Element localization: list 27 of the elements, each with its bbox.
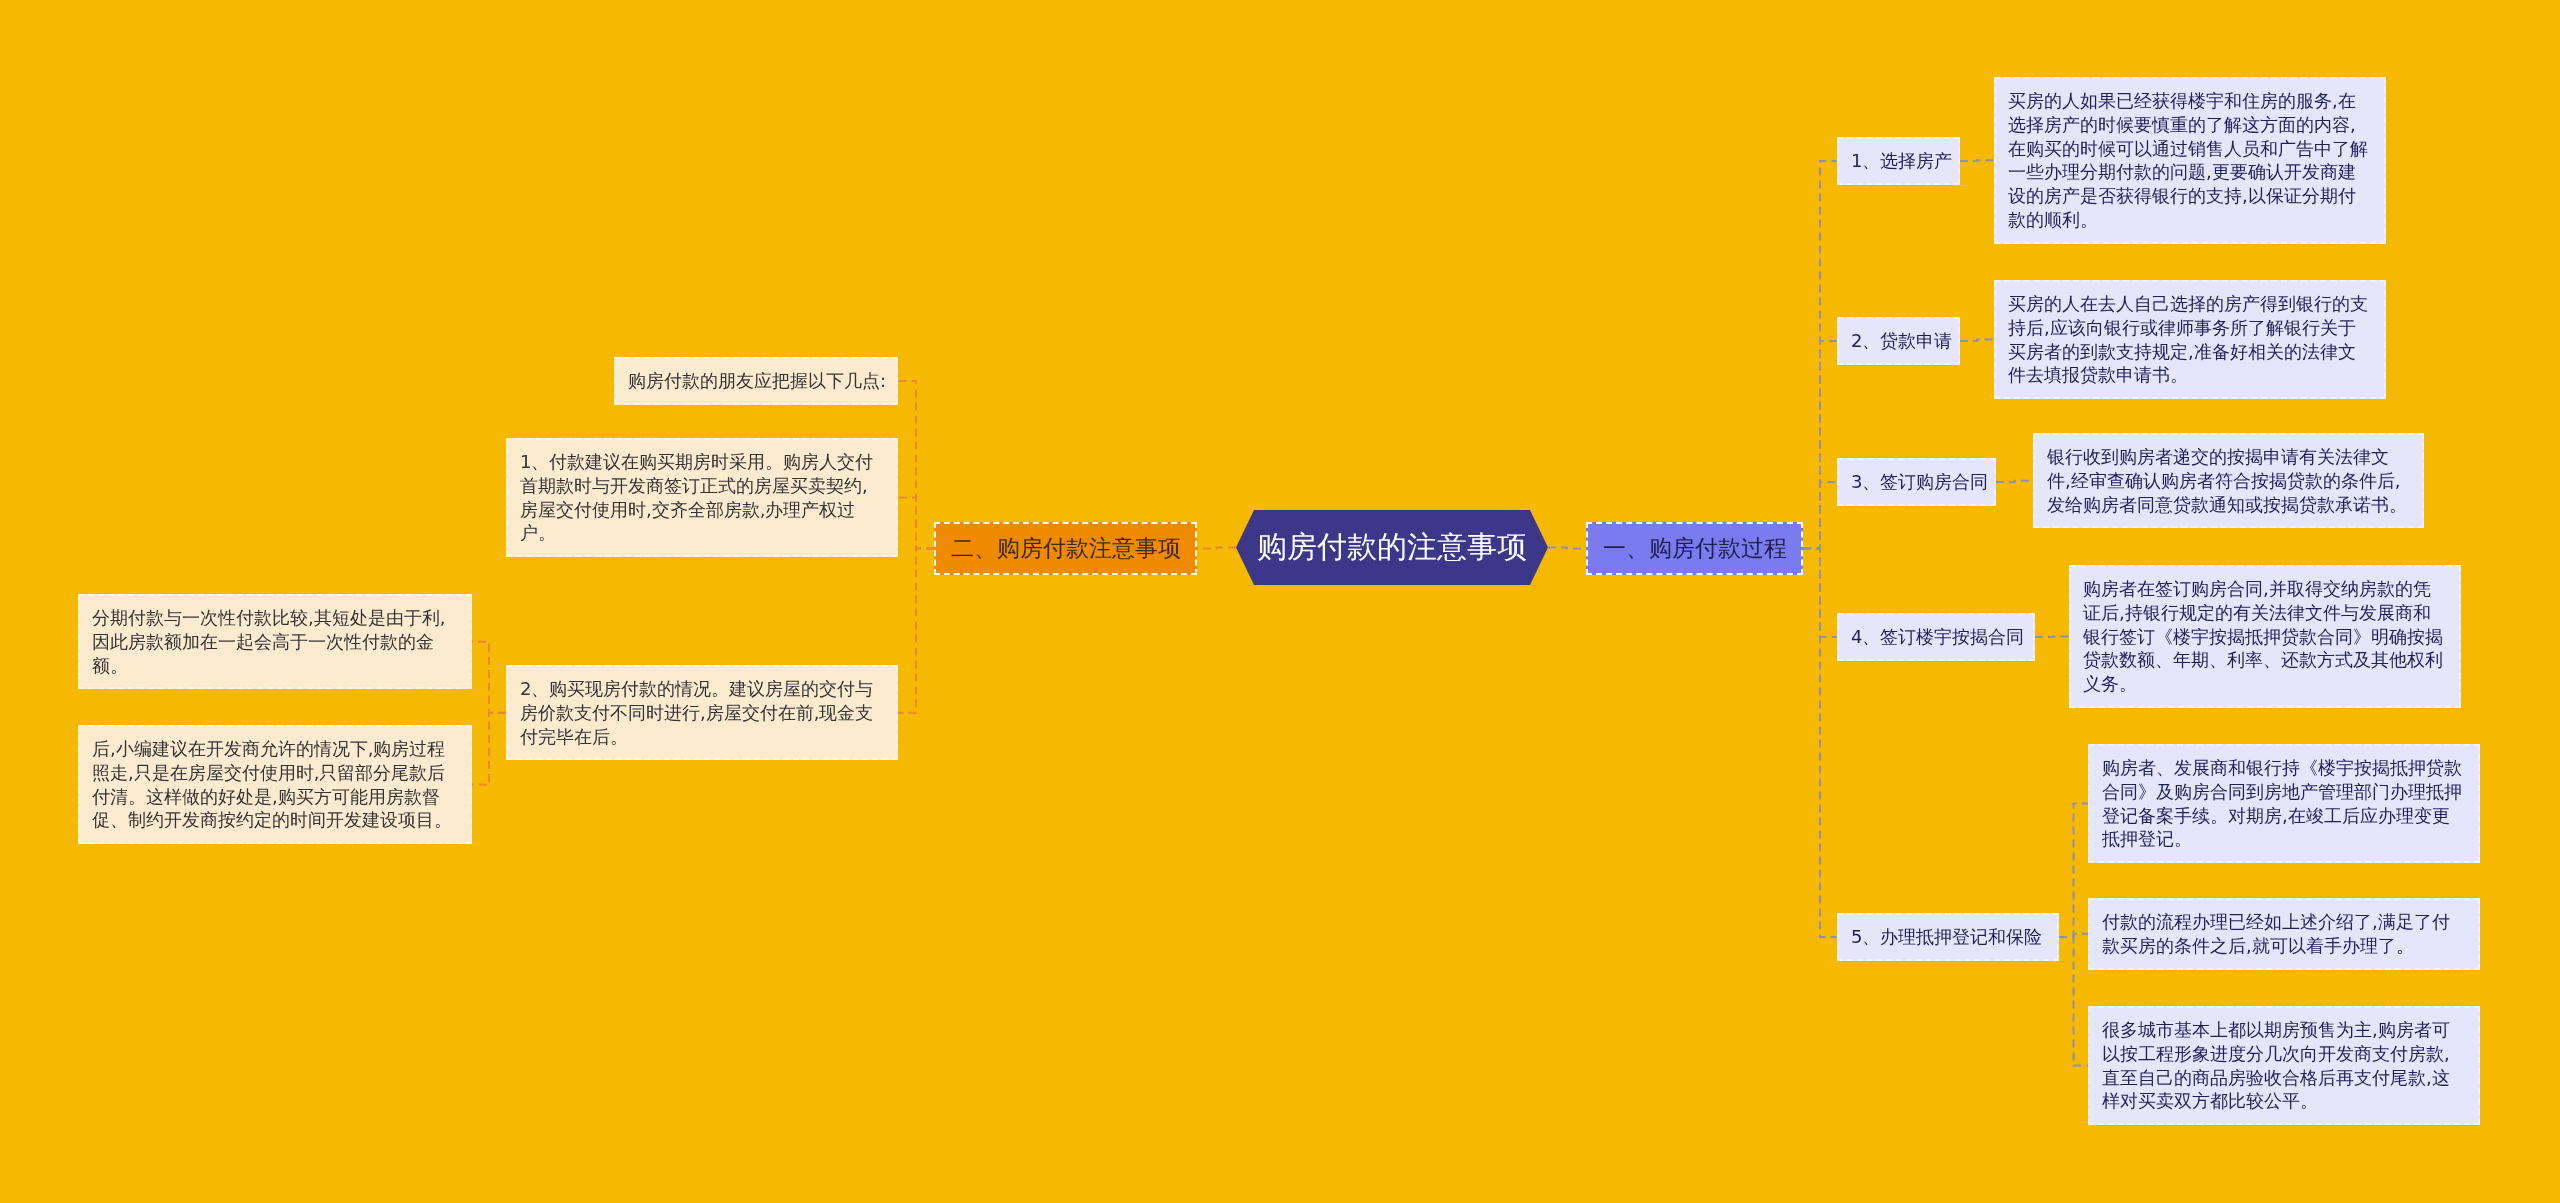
text-box: 购房者在签订购房合同,并取得交纳房款的凭证后,持银行规定的有关法律文件与发展商和银行签订《楼宇按揭抵押贷款合同》明确按揭贷款数额、年期、利率、还款方式及其他权利义务。: [2069, 565, 2461, 708]
text-box: 1、付款建议在购买期房时采用。购房人交付首期款时与开发商签订正式的房屋买卖契约,房屋交付使用时,交齐全部房款,办理产权过户。: [506, 438, 898, 557]
text-box: 买房的人在去人自己选择的房产得到银行的支持后,应该向银行或律师事务所了解银行关于买房者的到款支持规定,准备好相关的法律文件去填报贷款申请书。: [1994, 280, 2386, 399]
branch-box: 一、购房付款过程: [1586, 522, 1803, 575]
text-box: 付款的流程办理已经如上述介绍了,满足了付款买房的条件之后,就可以着手办理了。: [2088, 898, 2480, 970]
text-box: 分期付款与一次性付款比较,其短处是由于利,因此房款额加在一起会高于一次性付款的金额。: [78, 594, 472, 690]
topic-box: 1、选择房产: [1837, 137, 1960, 185]
text-box: 购房者、发展商和银行持《楼宇按揭抵押贷款合同》及购房合同到房地产管理部门办理抵押登记备案手续。对期房,在竣工后应办理变更抵押登记。: [2088, 744, 2480, 863]
connector-line: [2034, 635, 2070, 638]
central-topic-hexagon: 购房付款的注意事项: [1236, 510, 1548, 585]
topic-box: 购房付款的朋友应把握以下几点:: [614, 357, 898, 405]
text-box: 买房的人如果已经获得楼宇和住房的服务,在选择房产的时候要慎重的了解这方面的内容,在购买的时候可以通过销售人员和广告中了解一些办理分期付款的问题,更要确认开发商建设的房产是否获得银行的支持,以保证分期付款的顺利。: [1994, 77, 2386, 244]
text-box: 银行收到购房者递交的按揭申请有关法律文件,经审查确认购房者符合按揭贷款的条件后,发给购房者同意贷款通知或按揭贷款承诺书。: [2033, 433, 2424, 529]
branch-box: 二、购房付款注意事项: [934, 522, 1197, 575]
text-box: 后,小编建议在开发商允许的情况下,购房过程照走,只是在房屋交付使用时,只留部分尾款后付清。这样做的好处是,购买方可能用房款督促、制约开发商按约定的时间开发建设项目。: [78, 725, 472, 844]
connector-line: [2058, 935, 2089, 1067]
topic-box: 4、签订楼宇按揭合同: [1837, 613, 2035, 661]
topic-box: 2、贷款申请: [1837, 317, 1960, 365]
connector-line: [1959, 338, 1995, 342]
connector-line: [897, 547, 935, 714]
text-box: 很多城市基本上都以期房预售为主,购房者可以按工程形象进度分几次向开发商支付房款,直至自己的商品房验收合格后再支付尾款,这样对买卖双方都比较公平。: [2088, 1006, 2480, 1125]
text-box: 2、购买现房付款的情况。建议房屋的交付与房价款支付不同时进行,房屋交付在前,现金支付完毕在后。: [506, 665, 898, 761]
topic-box: 5、办理抵押登记和保险: [1837, 913, 2059, 961]
connector-line: [471, 711, 507, 786]
connector-line: [1802, 547, 1838, 938]
connector-line: [1959, 159, 1995, 162]
topic-box: 3、签订购房合同: [1837, 458, 1996, 506]
